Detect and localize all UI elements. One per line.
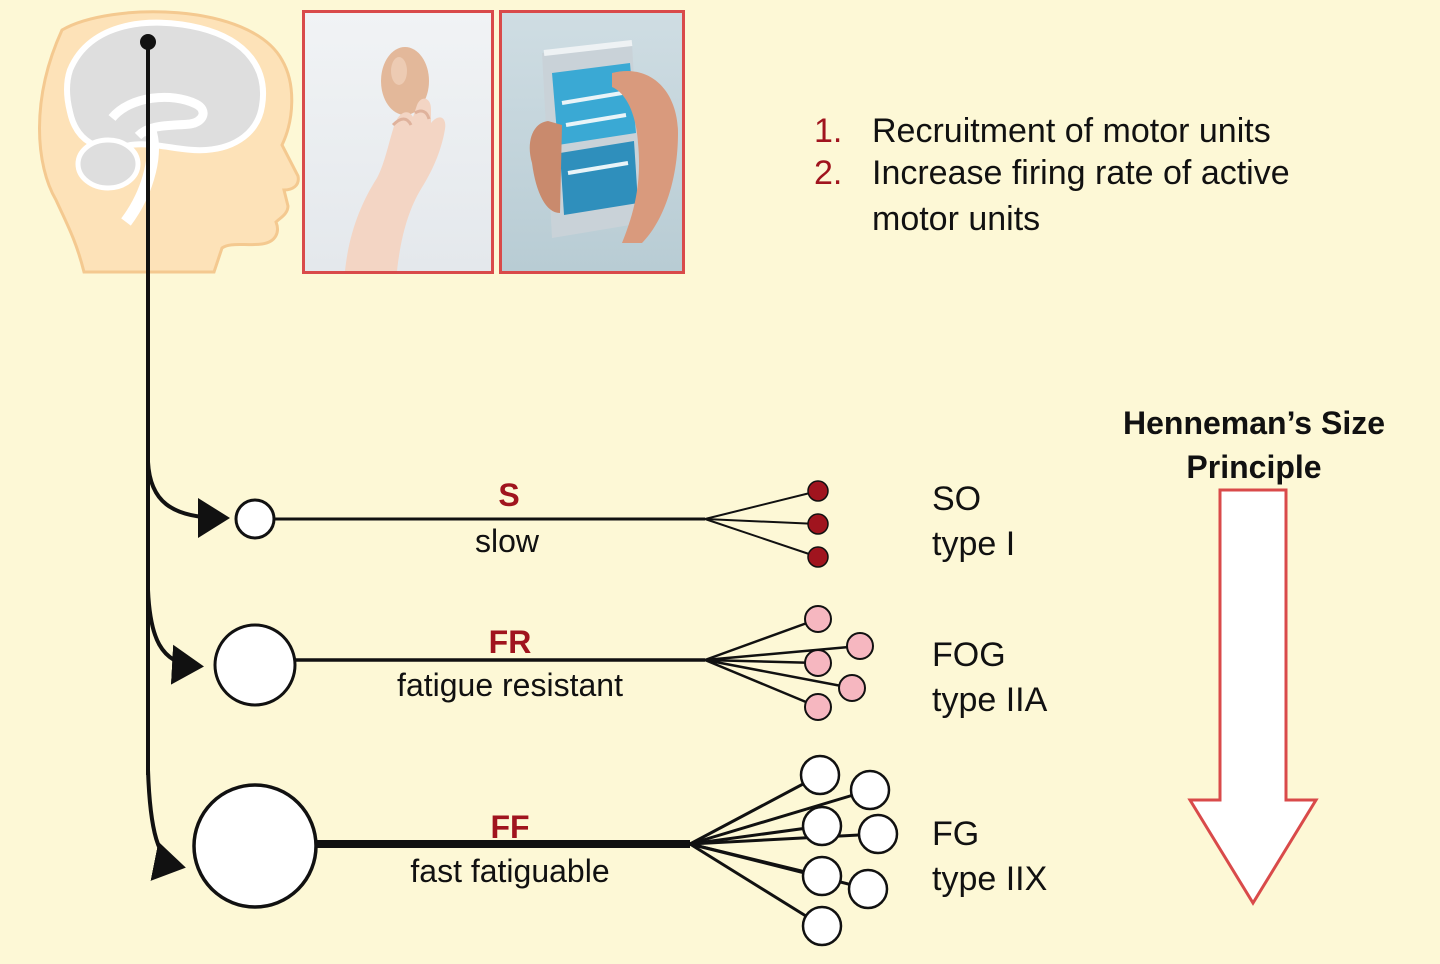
muscle-fiber-so <box>807 546 829 568</box>
motor-unit-slow: S slow SO type I <box>234 477 1015 568</box>
fiber-branches-fr <box>704 617 861 709</box>
unit-code-ff: FF <box>490 809 529 845</box>
unit-desc-fast-fatiguable: fast fatiguable <box>410 853 609 889</box>
list-item-firing-rate: Increase firing rate of active <box>872 154 1290 192</box>
branch-arrow-fr <box>146 589 204 685</box>
hand-egg-illustration <box>345 47 446 271</box>
unit-desc-slow: slow <box>475 523 540 559</box>
down-arrow-icon <box>1187 488 1319 906</box>
muscle-fiber-fg <box>801 905 843 947</box>
muscle-fiber-fg <box>799 754 841 796</box>
head-brain-icon <box>38 10 300 274</box>
branch-arrow-ff <box>146 769 186 881</box>
muscle-fiber-fg <box>857 813 899 855</box>
fiber-name-fg: FG <box>932 815 979 853</box>
fiber-type-iix: type IIX <box>932 860 1047 898</box>
muscle-fiber-fg <box>847 868 889 910</box>
fiber-branches-ff <box>689 773 879 928</box>
hand-can-illustration <box>529 40 678 243</box>
principle-title-line2: Principle <box>1186 449 1321 485</box>
muscle-fiber-so <box>807 513 829 535</box>
principle-title-line1: Henneman’s Size <box>1123 405 1385 441</box>
force-control-list: 1. Recruitment of motor units 2. Increas… <box>814 112 1290 238</box>
fiber-type-iia: type IIA <box>932 681 1048 719</box>
muscle-fiber-fog <box>846 632 874 660</box>
motor-pathway <box>140 34 230 881</box>
muscle-fiber-fg <box>849 769 891 811</box>
muscle-fiber-fog <box>838 674 866 702</box>
muscle-fiber-fog <box>804 693 832 721</box>
unit-desc-fatigue-resistant: fatigue resistant <box>397 667 623 703</box>
muscle-fiber-fg <box>801 805 843 847</box>
fiber-name-so: SO <box>932 480 981 518</box>
motor-neuron-soma-large <box>192 783 318 909</box>
list-item-firing-rate-cont: motor units <box>872 200 1040 238</box>
photo-hand-holding-egg <box>302 10 494 274</box>
motor-neuron-soma-small <box>234 498 276 540</box>
motor-unit-fatigue-resistant: FR fatigue resistant FOG type IIA <box>213 605 1048 721</box>
muscle-fiber-fog <box>804 649 832 677</box>
unit-code-fr: FR <box>489 624 532 660</box>
branch-arrow-slow <box>146 461 230 538</box>
motor-unit-fast-fatiguable: FF fast fatiguable FG type IIX <box>192 754 1047 947</box>
muscle-fiber-fg <box>801 855 843 897</box>
henneman-size-principle: Henneman’s Size Principle <box>1123 405 1385 906</box>
fiber-name-fog: FOG <box>932 636 1006 674</box>
muscle-fiber-fog <box>804 605 832 633</box>
list-number-2: 2. <box>814 154 842 192</box>
fiber-branches-slow <box>704 490 819 558</box>
motor-neuron-soma-medium <box>213 623 297 707</box>
fiber-type-i: type I <box>932 525 1015 563</box>
photo-hand-crushing-can <box>499 10 685 274</box>
unit-code-s: S <box>498 477 519 513</box>
list-number-1: 1. <box>814 112 842 150</box>
muscle-fiber-so <box>807 480 829 502</box>
list-item-recruitment: Recruitment of motor units <box>872 112 1271 150</box>
